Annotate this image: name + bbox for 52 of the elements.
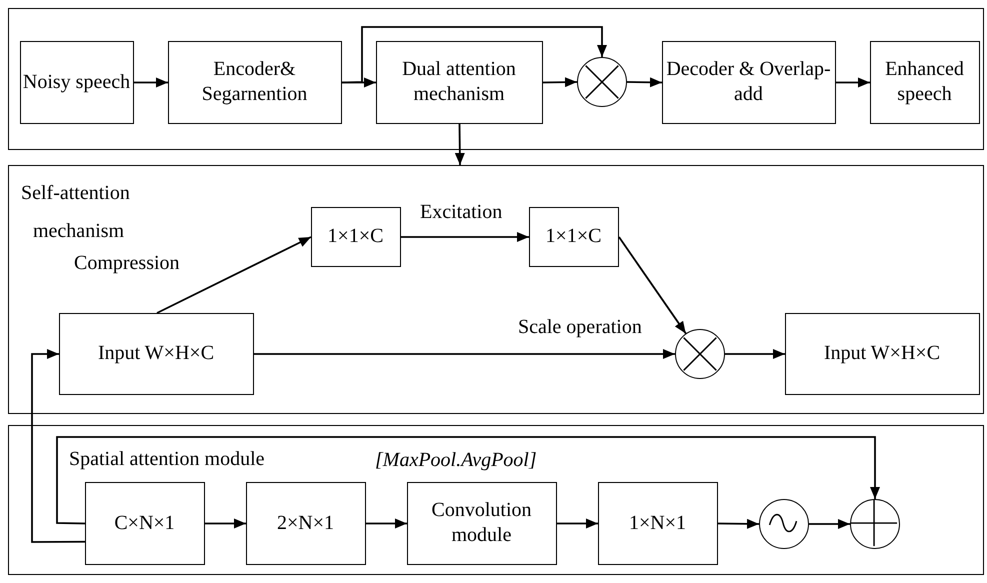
box-label: Enhanced speech [884, 57, 965, 107]
process-box [376, 40, 542, 124]
arrow [156, 236, 312, 314]
multiplier-symbol [674, 328, 724, 378]
arrow [725, 349, 785, 359]
box-label: C×N×1 [113, 510, 176, 536]
box-label: 1×1×C [326, 224, 384, 249]
arrow [626, 77, 662, 88]
arrow [205, 518, 246, 528]
box-label: Encoder& Segarnention [200, 57, 308, 107]
box-label: Convolution module [430, 498, 532, 548]
arrow [56, 436, 880, 524]
arrow [809, 519, 850, 529]
edge-label: Scale operation [516, 316, 644, 338]
box-label: Dual attention mechanism [401, 57, 517, 107]
process-box [246, 482, 366, 564]
process-box [870, 40, 980, 124]
process-box [168, 40, 342, 124]
panel [8, 8, 984, 150]
arrow [134, 78, 168, 88]
arrow [618, 236, 686, 334]
box-label: Decoder & Overlap-add [665, 57, 832, 107]
arrow [254, 349, 675, 359]
arrow [542, 77, 578, 88]
process-box [662, 40, 836, 124]
process-box [310, 206, 400, 266]
panel [8, 165, 984, 414]
process-box [20, 40, 134, 124]
arrow [401, 232, 529, 242]
process-box [784, 312, 980, 394]
annotation-text: [MaxPool.AvgPool] [375, 449, 537, 472]
box-label: Noisy speech [22, 70, 132, 94]
panel [8, 425, 984, 575]
box-label: 2×N×1 [276, 510, 335, 536]
process-box [528, 206, 618, 266]
arrow [342, 26, 607, 84]
panel-heading: Spatial attention module [69, 448, 265, 471]
arrow [557, 518, 598, 528]
arrow [454, 124, 465, 166]
process-box [58, 312, 254, 394]
arrow [31, 349, 85, 543]
arrow [836, 78, 870, 88]
arrow [366, 518, 407, 528]
box-label: 1×1×C [544, 224, 602, 249]
box-label: Input W×H×C [96, 341, 216, 366]
box-label: Input W×H×C [822, 341, 942, 366]
box-label: 1×N×1 [628, 510, 687, 536]
arrow [718, 518, 760, 529]
panel-heading: Self-attention mechanism [21, 181, 131, 244]
process-box [598, 482, 718, 564]
process-box [406, 482, 556, 564]
process-box [84, 482, 204, 564]
